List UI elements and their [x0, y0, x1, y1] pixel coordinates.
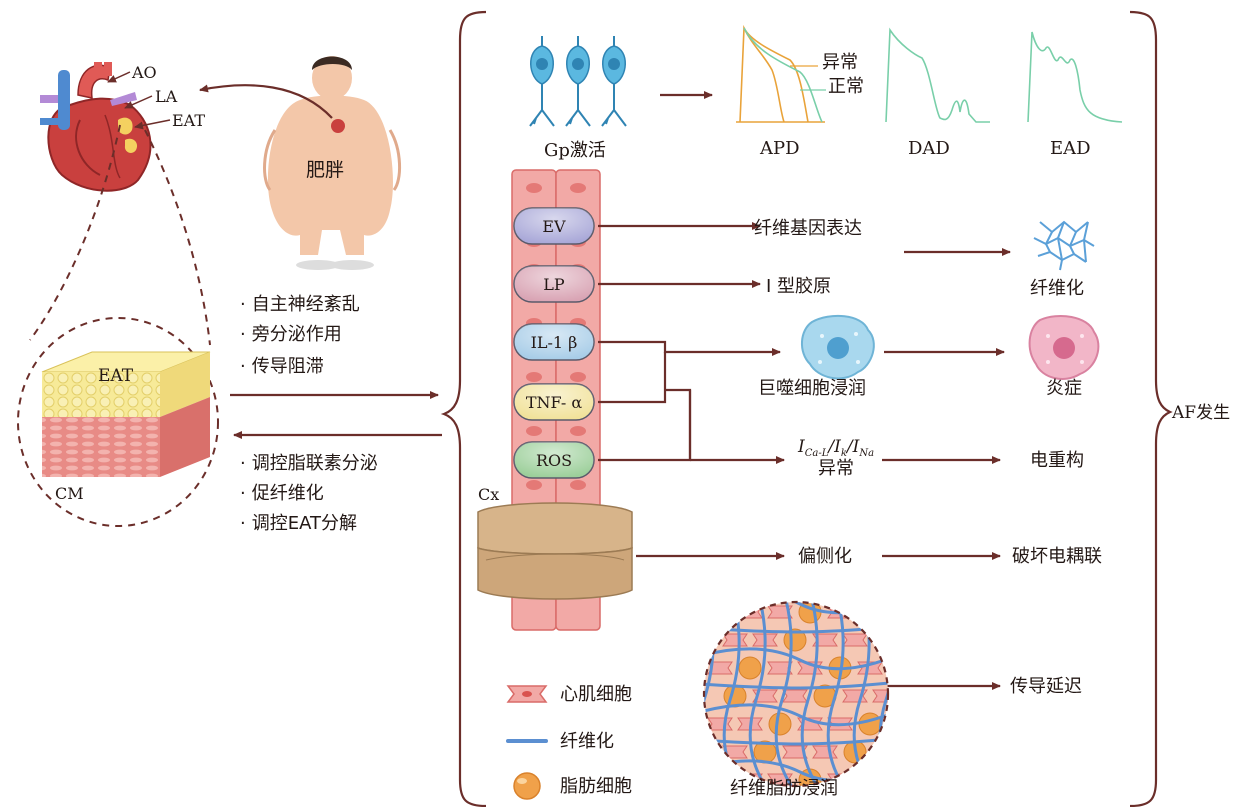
ead-label: EAD [1050, 138, 1091, 159]
feedback-effects-list: ·调控脂联素分泌 ·促纤维化 ·调控EAT分解 [240, 453, 378, 534]
lateralization-label: 偏侧化 [798, 546, 852, 567]
factor-label: ROS [536, 451, 572, 470]
obese-person-illustration [263, 56, 402, 270]
fibrosis-network-icon [1033, 220, 1095, 271]
inflammation-cell-icon [1028, 315, 1100, 380]
apd-normal-label: 正常 [828, 76, 864, 97]
legend-label: 纤维化 [560, 731, 614, 752]
connexin-block [477, 502, 633, 600]
fibrofatty-infiltration-icon [702, 600, 890, 788]
apd-traces [736, 24, 826, 123]
uncoupling-label: 破坏电耦联 [1012, 546, 1102, 567]
factor-pills: EV LP IL-1 β TNF- α ROS [513, 207, 595, 479]
svg-text:ICa-L/Ik/INa: ICa-L/Ik/INa [797, 437, 874, 459]
heart-label-la: LA [155, 87, 178, 106]
ead-trace [1027, 31, 1123, 123]
dad-label: DAD [908, 138, 950, 159]
forward-effects-list: ·自主神经紊乱 ·旁分泌作用 ·传导阻滞 [240, 294, 360, 377]
cardiomyocyte-icon [506, 685, 548, 703]
effect-item: ·促纤维化 [240, 483, 324, 504]
cx-label: Cx [478, 485, 499, 504]
cm-label: CM [55, 484, 84, 503]
factor-pill: TNF- α [513, 383, 595, 421]
fibrosis-label: 纤维化 [1030, 278, 1084, 299]
remodeling-label: 电重构 [1030, 450, 1084, 471]
neuron-icon [529, 36, 555, 127]
macrophage-label: 巨噬细胞浸润 [758, 378, 866, 399]
dad-trace [885, 27, 990, 123]
legend-label: 脂肪细胞 [560, 776, 632, 797]
factor-label: TNF- α [526, 393, 583, 412]
zoom-circle [17, 317, 219, 527]
apd-label: APD [759, 138, 800, 159]
conduction-delay-label: 传导延迟 [1010, 676, 1082, 697]
heart-label-ao: AO [131, 63, 157, 82]
right-brace [1129, 10, 1173, 807]
adipocyte-icon [513, 772, 541, 800]
heart-illustration [40, 62, 152, 192]
heart-label-eat: EAT [172, 111, 205, 130]
effect-item: ·旁分泌作用 [240, 324, 342, 345]
factor-pill: EV [513, 207, 595, 245]
effect-item: ·传导阻滞 [240, 356, 324, 377]
apd-abnormal-label: 异常 [822, 52, 858, 73]
neuron-icon [565, 36, 591, 127]
legend: 心肌细胞 纤维化 脂肪细胞 [506, 684, 632, 800]
factor-label: LP [543, 275, 565, 294]
factor-pill: IL-1 β [513, 323, 595, 361]
macrophage-icon [801, 314, 875, 380]
effect-item: ·调控EAT分解 [240, 513, 357, 534]
fibrofatty-label: 纤维脂肪浸润 [730, 778, 838, 799]
collagen-label: Ⅰ 型胶原 [766, 276, 831, 297]
ion-currents-label: ICa-L/Ik/INa [797, 437, 874, 459]
af-label: AF发生 [1171, 403, 1230, 423]
effect-item: ·自主神经紊乱 [240, 294, 360, 315]
factor-pill: ROS [513, 441, 595, 479]
tissue-eat-label: EAT [98, 366, 134, 386]
ganglionated-plexus-neurons [529, 36, 627, 127]
tissue-block [41, 351, 211, 477]
left-brace [440, 10, 487, 807]
factor-label: EV [542, 217, 566, 236]
factor-pill: LP [513, 265, 595, 303]
neuron-icon [601, 36, 627, 127]
inflammation-label: 炎症 [1046, 378, 1082, 399]
gp-label: Gp激活 [544, 140, 606, 161]
factor-label: IL-1 β [531, 333, 578, 352]
legend-label: 心肌细胞 [560, 684, 632, 705]
ion-abnormal-label: 异常 [818, 458, 854, 479]
effect-item: ·调控脂联素分泌 [240, 453, 378, 474]
obesity-label: 肥胖 [306, 159, 344, 181]
fibro-gene-label: 纤维基因表达 [754, 218, 862, 239]
